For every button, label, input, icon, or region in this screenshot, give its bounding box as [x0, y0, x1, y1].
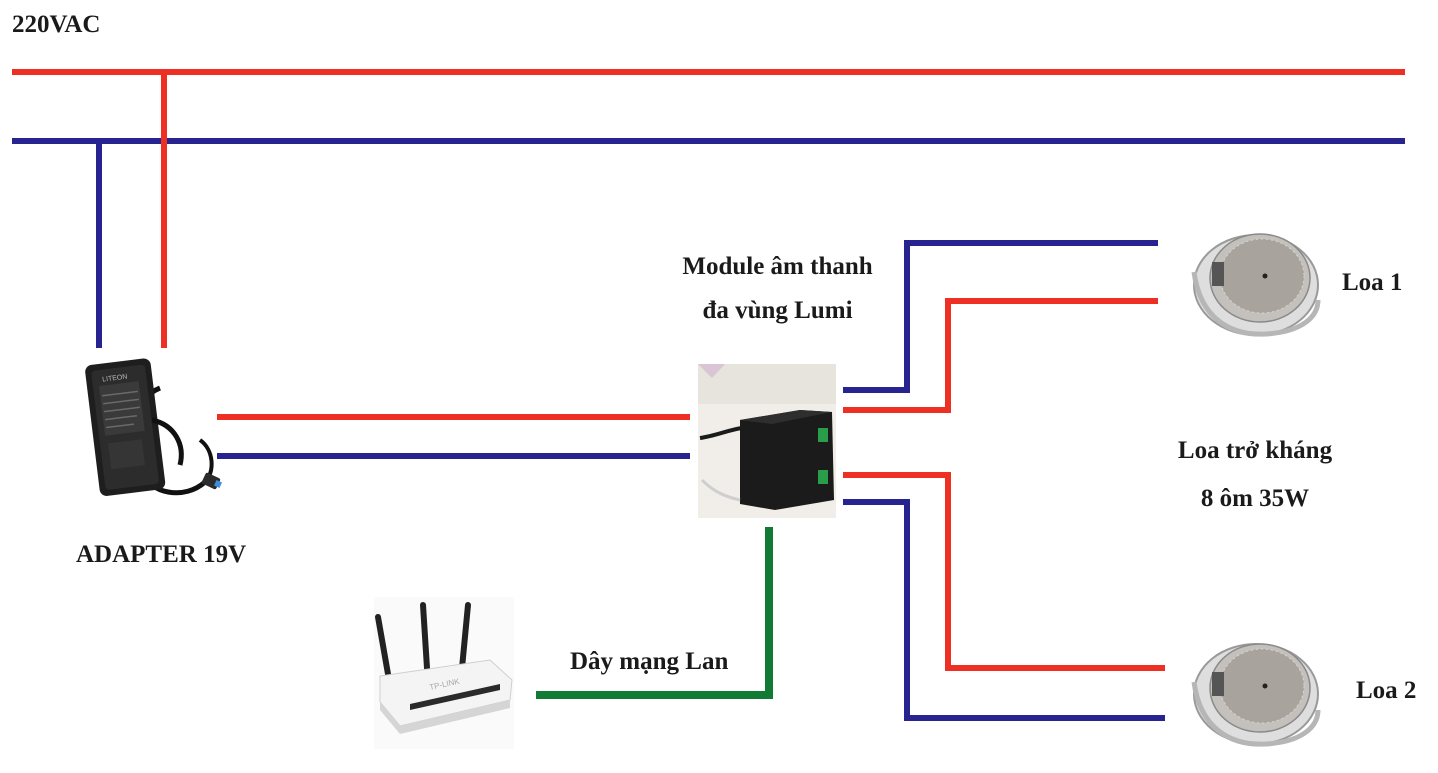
speaker1-neutral-wire	[843, 240, 1158, 393]
wifi-router-icon: TP-LINK	[374, 597, 514, 749]
speaker2-label: Loa 2	[1356, 677, 1417, 704]
speaker1-live-wire	[843, 298, 1158, 413]
power-adapter-icon: LITEON	[85, 358, 222, 496]
adapter-brand-text: LITEON	[102, 374, 128, 384]
lan-cable-line	[536, 527, 773, 699]
impedance-label-line2: 8 ôm 35W	[1200, 485, 1310, 512]
ceiling-speaker-icon	[1191, 643, 1321, 747]
speaker2-neutral-wire	[843, 499, 1165, 721]
lan-cable-label: Dây mạng Lan	[570, 648, 729, 675]
impedance-label-line1: Loa trở kháng	[1177, 437, 1333, 464]
speaker1-label: Loa 1	[1342, 269, 1403, 296]
module-label-line2: đa vùng Lumi	[702, 297, 853, 324]
ac-supply-label: 220VAC	[12, 11, 101, 38]
audio-module-icon	[698, 364, 836, 518]
ceiling-speaker-icon	[1191, 233, 1321, 337]
speaker2-live-wire	[843, 472, 1165, 671]
module-label-line1: Module âm thanh	[682, 253, 873, 280]
adapter-label: ADAPTER 19V	[76, 541, 247, 568]
